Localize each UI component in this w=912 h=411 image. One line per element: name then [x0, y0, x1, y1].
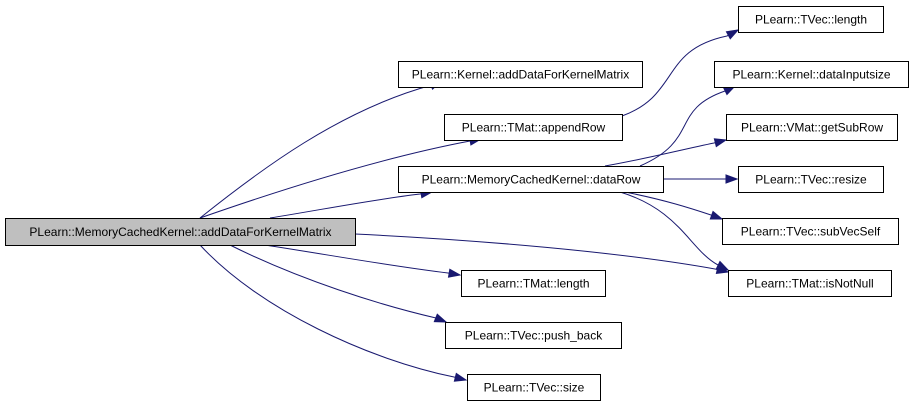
node-mck-datarow[interactable]: PLearn::MemoryCachedKernel::dataRow [398, 166, 664, 193]
edge-arrowhead [725, 29, 740, 40]
edge-line [229, 244, 447, 323]
node-box [738, 6, 884, 33]
edge-tmat_append-to-tvec_length [621, 29, 740, 117]
node-label: PLearn::MemoryCachedKernel::addDataForKe… [29, 225, 331, 239]
node-label: PLearn::Kernel::addDataForKernelMatrix [412, 68, 629, 82]
node-vmat-getsub[interactable]: PLearn::VMat::getSubRow [726, 114, 898, 141]
edge-root-to-tmat_length [264, 244, 462, 278]
edge-mck_datarow-to-vmat_getsub [604, 138, 728, 167]
edge-root-to-mck_datarow [269, 189, 434, 219]
edge-arrowhead [447, 268, 462, 278]
node-label: PLearn::VMat::getSubRow [741, 121, 883, 135]
edge-line [269, 191, 433, 219]
edge-mck_datarow-to-tvec_subvec [624, 191, 724, 220]
node-tvec-push[interactable]: PLearn::TVec::push_back [445, 322, 622, 349]
edge-line [639, 85, 736, 167]
node-root-function[interactable]: PLearn::MemoryCachedKernel::addDataForKe… [5, 218, 356, 246]
node-label: PLearn::TVec::size [484, 381, 585, 395]
node-box [738, 166, 884, 193]
node-box [726, 114, 898, 141]
node-label: PLearn::TVec::push_back [465, 329, 603, 343]
node-tvec-size[interactable]: PLearn::TVec::size [467, 374, 601, 401]
edge-line [621, 29, 739, 117]
node-tmat-length[interactable]: PLearn::TMat::length [461, 270, 606, 297]
node-box [398, 166, 664, 193]
edge-line [604, 139, 727, 167]
node-label: PLearn::TVec::subVecSelf [741, 225, 881, 239]
node-tmat-append[interactable]: PLearn::TMat::appendRow [444, 114, 623, 141]
node-label: PLearn::TVec::length [755, 13, 867, 27]
node-box [444, 114, 623, 141]
edge-line [199, 138, 482, 219]
edge-root-to-kernel_add [199, 80, 443, 219]
node-kernel-datainput[interactable]: PLearn::Kernel::dataInputsize [714, 61, 909, 88]
edge-root-to-tvec_size [199, 244, 468, 382]
node-box [5, 218, 356, 246]
edge-arrowhead [709, 210, 724, 220]
node-kernel-add[interactable]: PLearn::Kernel::addDataForKernelMatrix [398, 61, 643, 88]
edge-arrowhead [725, 174, 739, 184]
edge-mck_datarow-to-tvec_resize [663, 174, 739, 184]
edge-arrowhead [715, 260, 730, 271]
node-tmat-isnotnull[interactable]: PLearn::TMat::isNotNull [728, 270, 892, 297]
node-box [445, 322, 622, 349]
edge-line [199, 244, 467, 381]
edge-line [264, 244, 461, 276]
edge-root-to-tvec_push [229, 244, 448, 323]
node-label: PLearn::TMat::length [477, 277, 589, 291]
node-label: PLearn::TMat::appendRow [462, 121, 606, 135]
node-tvec-subvec[interactable]: PLearn::TVec::subVecSelf [722, 218, 899, 245]
node-label: PLearn::Kernel::dataInputsize [732, 68, 890, 82]
edge-arrowhead [433, 313, 448, 323]
node-box [728, 270, 892, 297]
edge-mck_datarow-to-tmat_isnotnull [619, 191, 730, 271]
edge-arrowhead [453, 372, 468, 382]
node-box [722, 218, 899, 245]
node-tvec-length[interactable]: PLearn::TVec::length [738, 6, 884, 33]
node-box [398, 61, 643, 88]
node-box [467, 374, 601, 401]
call-graph-nodes: PLearn::MemoryCachedKernel::addDataForKe… [5, 6, 909, 401]
node-label: PLearn::MemoryCachedKernel::dataRow [422, 173, 641, 187]
node-box [461, 270, 606, 297]
edge-line [619, 191, 729, 271]
node-label: PLearn::TMat::isNotNull [746, 277, 873, 291]
edge-mck_datarow-to-kernel_datainput [639, 85, 737, 167]
edge-line [624, 191, 723, 220]
edge-arrowhead [713, 138, 728, 148]
node-label: PLearn::TVec::resize [755, 173, 867, 187]
node-tvec-resize[interactable]: PLearn::TVec::resize [738, 166, 884, 193]
edge-line [354, 233, 729, 273]
node-box [714, 61, 909, 88]
edge-line [199, 80, 442, 219]
